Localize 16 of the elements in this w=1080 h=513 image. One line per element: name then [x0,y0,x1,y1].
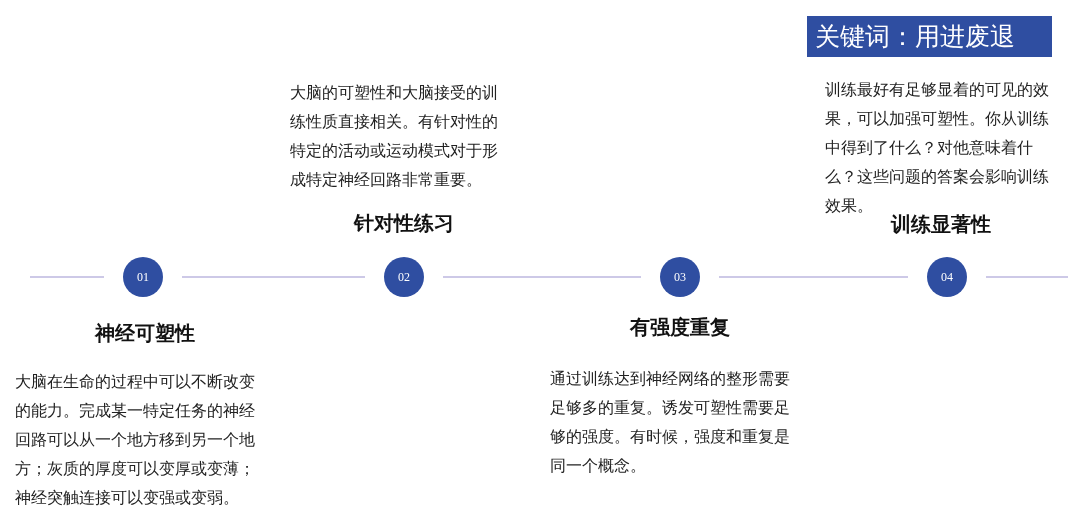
connector-line [718,276,909,278]
step-circle: 04 [927,257,967,297]
step-heading: 神经可塑性 [95,320,195,347]
step-description: 大脑的可塑性和大脑接受的训练性质直接相关。有针对性的特定的活动或运动模式对于形成特定神经回路非常重要。 [290,83,499,191]
step-heading: 有强度重复 [630,314,730,341]
title-banner: 关键词：用进废退 [807,16,1052,57]
connector-line [985,276,1069,278]
connector-line [442,276,642,278]
step-description: 大脑在生命的过程中可以不断改变的能力。完成某一特定任务的神经回路可以从一个地方移到另一个地方；灰质的厚度可以变厚或变薄；神经突触连接可以变强或变弱。 [15,372,256,509]
step-circle: 02 [384,257,424,297]
step-circle: 03 [660,257,700,297]
step-description: 通过训练达到神经网络的整形需要足够多的重复。诱发可塑性需要足够的强度。有时候，强度和重复是同一个概念。 [550,369,791,477]
step-heading: 针对性练习 [354,210,454,237]
step-circle: 01 [123,257,163,297]
connector-line [29,276,105,278]
connector-line [181,276,366,278]
